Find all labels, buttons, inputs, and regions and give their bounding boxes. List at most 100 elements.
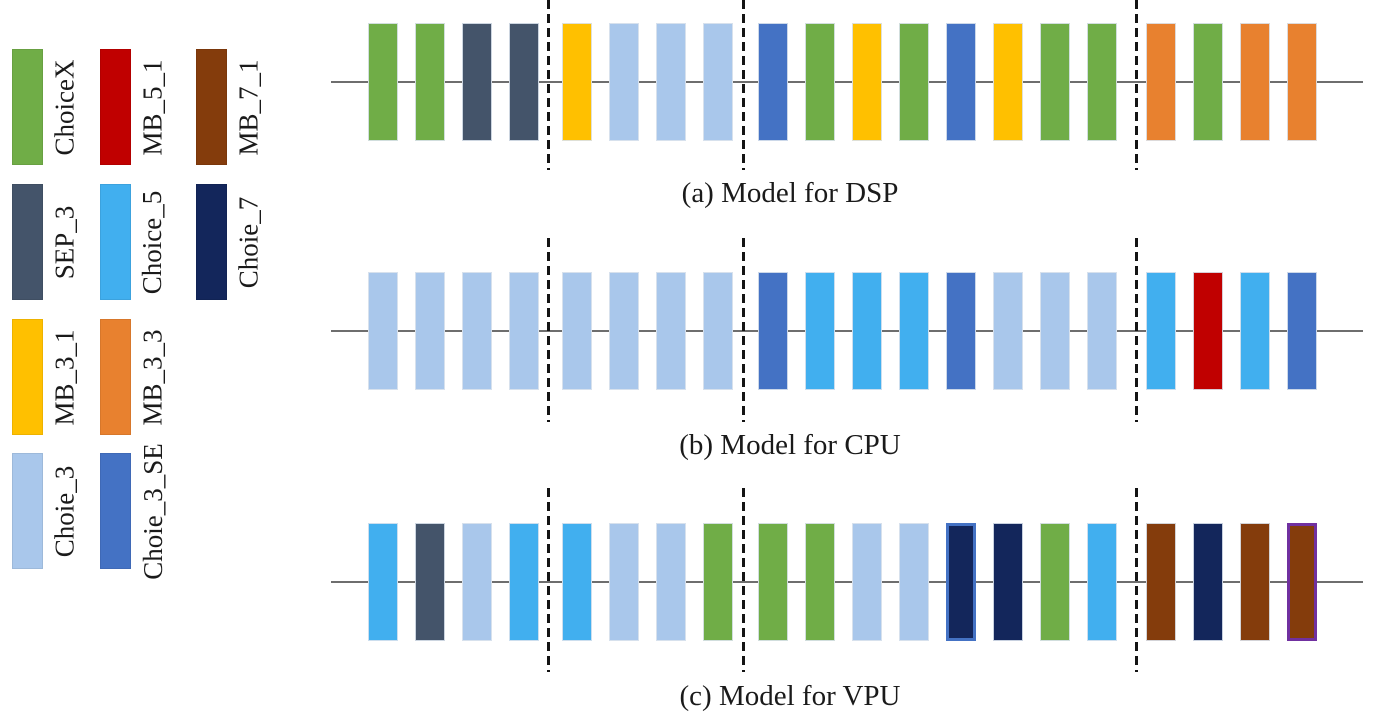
block-mb_7_1 bbox=[1240, 523, 1270, 641]
block-choie_3 bbox=[462, 272, 492, 390]
block-sep_3 bbox=[462, 23, 492, 141]
legend-item-mb_5_1: MB_5_1 bbox=[100, 49, 175, 165]
block-choie_3 bbox=[562, 272, 592, 390]
block-choicex bbox=[1040, 523, 1070, 641]
legend-item-choie_3_se: Choie_3_SE bbox=[100, 443, 175, 579]
legend-label-mb_3_3: MB_3_3 bbox=[137, 328, 168, 426]
block-choice_5 bbox=[852, 272, 882, 390]
block-choie_7 bbox=[1193, 523, 1223, 641]
legend-swatch-mb_7_1 bbox=[196, 49, 227, 165]
legend-swatch-choice_5 bbox=[100, 184, 131, 300]
block-choie_3 bbox=[852, 523, 882, 641]
legend-item-choicex: ChoiceX bbox=[12, 49, 87, 165]
legend-swatch-mb_5_1 bbox=[100, 49, 131, 165]
block-choice_5 bbox=[368, 523, 398, 641]
legend-swatch-choie_7 bbox=[196, 184, 227, 300]
block-choice_5 bbox=[1240, 272, 1270, 390]
block-choicex bbox=[703, 523, 733, 641]
block-choicex bbox=[758, 523, 788, 641]
block-mb_3_1 bbox=[993, 23, 1023, 141]
block-choie_3_se bbox=[758, 23, 788, 141]
subfigure-caption-c: (c) Model for VPU bbox=[679, 680, 901, 712]
block-choice_5 bbox=[899, 272, 929, 390]
block-choie_3_se bbox=[946, 23, 976, 141]
block-choice_5 bbox=[1087, 523, 1117, 641]
block-mb_3_3 bbox=[1146, 23, 1176, 141]
block-sep_3 bbox=[415, 523, 445, 641]
block-choicex bbox=[368, 23, 398, 141]
legend-label-mb_5_1: MB_5_1 bbox=[137, 58, 168, 156]
legend-item-choie_3: Choie_3 bbox=[12, 453, 87, 569]
legend-label-choie_3: Choie_3 bbox=[49, 465, 80, 557]
block-choicex bbox=[1040, 23, 1070, 141]
block-choie_3 bbox=[703, 23, 733, 141]
block-choie_3 bbox=[1087, 272, 1117, 390]
block-mb_3_1 bbox=[562, 23, 592, 141]
subfigure-caption-b: (b) Model for CPU bbox=[679, 429, 901, 461]
legend-item-mb_7_1: MB_7_1 bbox=[196, 49, 271, 165]
block-mb_7_1 bbox=[1287, 523, 1317, 641]
block-choicex bbox=[415, 23, 445, 141]
block-mb_3_1 bbox=[852, 23, 882, 141]
block-choie_3 bbox=[656, 523, 686, 641]
legend-item-mb_3_1: MB_3_1 bbox=[12, 319, 87, 435]
stage-divider bbox=[546, 0, 550, 170]
stage-divider bbox=[546, 238, 550, 422]
axis-line bbox=[331, 330, 1363, 332]
block-mb_3_3 bbox=[1240, 23, 1270, 141]
stage-divider bbox=[741, 0, 745, 170]
block-choicex bbox=[805, 523, 835, 641]
legend-item-sep_3: SEP_3 bbox=[12, 184, 87, 300]
legend-label-choie_7: Choie_7 bbox=[233, 196, 264, 288]
block-choie_3 bbox=[415, 272, 445, 390]
block-choice_5 bbox=[805, 272, 835, 390]
block-choie_3 bbox=[993, 272, 1023, 390]
block-choie_3 bbox=[462, 523, 492, 641]
block-choie_3 bbox=[509, 272, 539, 390]
block-choie_3 bbox=[609, 272, 639, 390]
block-choice_5 bbox=[509, 523, 539, 641]
block-choicex bbox=[1087, 23, 1117, 141]
block-choie_3 bbox=[609, 523, 639, 641]
block-choice_5 bbox=[1146, 272, 1176, 390]
stage-divider bbox=[1134, 238, 1138, 422]
block-choie_3_se bbox=[758, 272, 788, 390]
block-sep_3 bbox=[509, 23, 539, 141]
legend-swatch-mb_3_3 bbox=[100, 319, 131, 435]
legend-item-choie_7: Choie_7 bbox=[196, 184, 271, 300]
legend-swatch-sep_3 bbox=[12, 184, 43, 300]
block-choie_7 bbox=[946, 523, 976, 641]
block-choie_3 bbox=[1040, 272, 1070, 390]
stage-divider bbox=[546, 488, 550, 672]
legend-label-choicex: ChoiceX bbox=[49, 59, 80, 155]
legend-label-mb_7_1: MB_7_1 bbox=[233, 58, 264, 156]
block-choie_7 bbox=[993, 523, 1023, 641]
legend-swatch-choie_3_se bbox=[100, 453, 131, 569]
legend-item-mb_3_3: MB_3_3 bbox=[100, 319, 175, 435]
legend-label-choice_5: Choice_5 bbox=[137, 190, 168, 294]
subfigure-caption-a: (a) Model for DSP bbox=[681, 177, 899, 209]
block-choicex bbox=[1193, 23, 1223, 141]
block-choie_3 bbox=[609, 23, 639, 141]
axis-line bbox=[331, 581, 1363, 583]
stage-divider bbox=[1134, 488, 1138, 672]
block-choicex bbox=[899, 23, 929, 141]
legend-label-choie_3_se: Choie_3_SE bbox=[137, 442, 168, 580]
block-choie_3 bbox=[703, 272, 733, 390]
legend-label-sep_3: SEP_3 bbox=[49, 205, 80, 279]
legend-swatch-choicex bbox=[12, 49, 43, 165]
legend-swatch-choie_3 bbox=[12, 453, 43, 569]
block-choicex bbox=[805, 23, 835, 141]
stage-divider bbox=[741, 238, 745, 422]
block-choice_5 bbox=[562, 523, 592, 641]
stage-divider bbox=[1134, 0, 1138, 170]
legend-item-choice_5: Choice_5 bbox=[100, 184, 175, 300]
block-choie_3 bbox=[656, 272, 686, 390]
block-mb_3_3 bbox=[1287, 23, 1317, 141]
legend-swatch-mb_3_1 bbox=[12, 319, 43, 435]
block-choie_3_se bbox=[1287, 272, 1317, 390]
legend-label-mb_3_1: MB_3_1 bbox=[49, 328, 80, 426]
block-mb_5_1 bbox=[1193, 272, 1223, 390]
block-mb_7_1 bbox=[1146, 523, 1176, 641]
